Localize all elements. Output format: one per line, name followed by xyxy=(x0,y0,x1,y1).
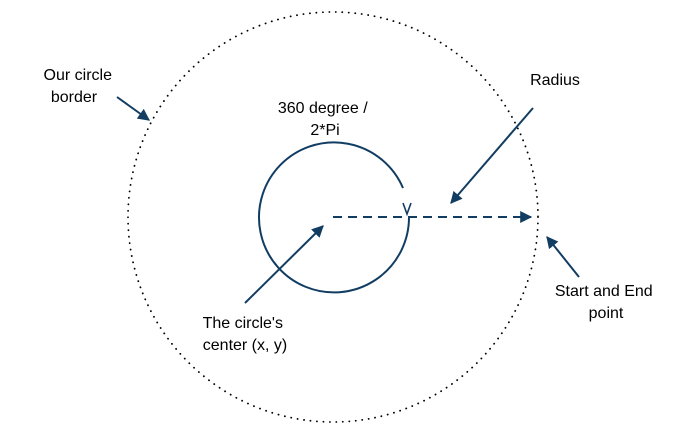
circle-border-pointer-arrow xyxy=(116,96,150,121)
start-end-label-line-1: Start and End xyxy=(555,283,653,300)
angle-arc xyxy=(258,141,411,294)
center-label-line-2: center (x, y) xyxy=(203,337,287,354)
circle-border-label-line-1: Our circle xyxy=(44,67,113,84)
center-pointer-arrow xyxy=(244,225,324,304)
start-end-label-line-2: point xyxy=(589,305,624,322)
radius-label: Radius xyxy=(530,72,580,89)
circle-border-label-line-2: border xyxy=(51,89,98,106)
angle-label-line-1: 360 degree / xyxy=(278,100,368,117)
angle-arc-arrowhead-icon xyxy=(402,202,412,217)
angle-label: 360 degree / 2*Pi xyxy=(278,100,372,139)
start-end-pointer-arrow xyxy=(546,236,580,278)
start-end-label: Start and End point xyxy=(555,283,657,322)
circle-border xyxy=(127,11,539,423)
center-label-line-1: The circle's xyxy=(203,315,283,332)
circle-border-label: Our circle border xyxy=(44,67,117,106)
center-label: The circle's center (x, y) xyxy=(203,315,288,354)
radius-pointer-arrow xyxy=(450,107,534,204)
angle-label-line-2: 2*Pi xyxy=(310,122,339,139)
